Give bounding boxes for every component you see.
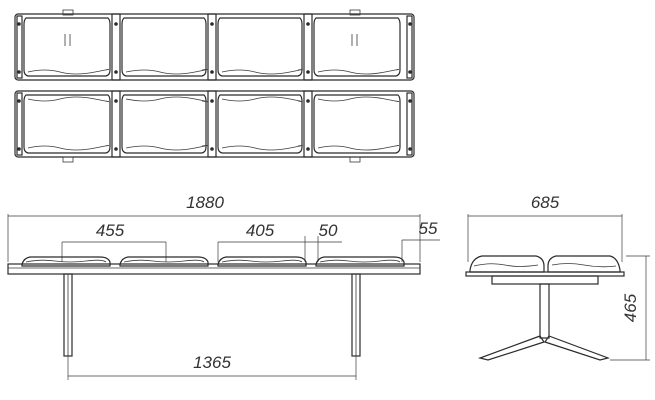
- seat-panel-1: [23, 94, 111, 154]
- seat-panel-2: [121, 94, 207, 154]
- back-panel-2-edge: [125, 68, 208, 75]
- bolt: [210, 70, 214, 74]
- seat-panel-1-edge: [27, 96, 110, 103]
- front-seat-1-wave: [25, 259, 107, 263]
- bolt: [210, 22, 214, 26]
- seat-panel-4: [313, 94, 401, 154]
- bolt: [114, 70, 118, 74]
- bolt: [306, 147, 310, 151]
- dim-685-label: 685: [531, 193, 560, 212]
- front-seat-2: [119, 256, 209, 267]
- back-row-end-right: [406, 15, 413, 79]
- front-seat-3-wave: [221, 259, 303, 263]
- seat-row-outline: [14, 90, 415, 158]
- bolt: [114, 22, 118, 26]
- dim-1880-label: 1880: [186, 193, 224, 212]
- seat-panel-2-front: [125, 144, 208, 151]
- bolt: [114, 99, 118, 103]
- seat-bracket-bottom-2: [349, 156, 361, 163]
- back-divider-3: [303, 13, 313, 81]
- back-panel-1-edge: [27, 68, 110, 75]
- back-panel-4: [313, 17, 401, 77]
- bolt: [306, 22, 310, 26]
- side-view: 685 465: [465, 193, 650, 361]
- side-shell-right: [547, 255, 621, 273]
- bolt: [17, 22, 21, 26]
- front-view: 1880 455 405 50 55: [7, 193, 440, 380]
- bolt: [210, 99, 214, 103]
- bolt: [306, 99, 310, 103]
- bolt: [210, 147, 214, 151]
- back-panel-3-edge: [221, 68, 303, 75]
- bolt: [17, 99, 21, 103]
- seat-divider-2: [207, 90, 217, 158]
- back-panel-3: [217, 17, 303, 77]
- seat-panel-3: [217, 94, 303, 154]
- dim-405-label: 405: [246, 221, 275, 240]
- top-view-back-row: [14, 9, 415, 81]
- bolt: [408, 22, 412, 26]
- seat-bracket-bottom-1: [62, 156, 74, 163]
- bolt: [408, 147, 412, 151]
- top-view-seat-row: [14, 90, 415, 163]
- side-post: [539, 283, 550, 339]
- seat-panel-3-front: [221, 144, 303, 151]
- seat-divider-3: [303, 90, 313, 158]
- side-foot-right: [544, 335, 611, 361]
- dim-55-label: 55: [419, 219, 438, 238]
- seat-panel-2-edge: [125, 96, 208, 103]
- bolt: [17, 147, 21, 151]
- front-seat-4: [315, 256, 405, 267]
- back-row-outline: [14, 13, 415, 81]
- seat-divider-1: [111, 90, 121, 158]
- bench-beam: [7, 263, 421, 275]
- side-shell-left-wave: [473, 263, 539, 267]
- dim-50-label: 50: [319, 221, 338, 240]
- back-divider-1: [111, 13, 121, 81]
- front-seat-1: [21, 256, 111, 267]
- back-panel-4-edge: [317, 68, 400, 75]
- back-bracket-top-2: [349, 9, 361, 16]
- side-foot-left: [477, 335, 545, 361]
- bolt: [306, 70, 310, 74]
- front-seat-2-wave: [123, 259, 205, 263]
- back-divider-2: [207, 13, 217, 81]
- seat-panel-1-front: [27, 144, 110, 151]
- bolt: [408, 99, 412, 103]
- seat-row-end-right: [406, 92, 413, 156]
- side-shell-left: [469, 255, 545, 273]
- back-bracket-top-1: [62, 9, 74, 16]
- dim-465-label: 465: [621, 293, 640, 322]
- side-crossbar: [491, 275, 599, 285]
- bolt: [114, 147, 118, 151]
- back-panel-2: [121, 17, 207, 77]
- back-panel-1: [23, 17, 111, 77]
- side-shell-right-wave: [551, 263, 617, 268]
- seat-panel-4-front: [317, 144, 400, 151]
- dim-455-label: 455: [96, 221, 125, 240]
- seat-panel-4-edge: [317, 96, 400, 103]
- bolt: [17, 70, 21, 74]
- front-seat-3: [217, 256, 307, 267]
- seat-row-end-left: [16, 92, 23, 156]
- seat-panel-3-edge: [221, 96, 303, 103]
- back-row-end-left: [16, 15, 23, 79]
- bolt: [408, 70, 412, 74]
- dim-1365-label: 1365: [193, 353, 231, 372]
- front-seat-4-wave: [319, 259, 401, 263]
